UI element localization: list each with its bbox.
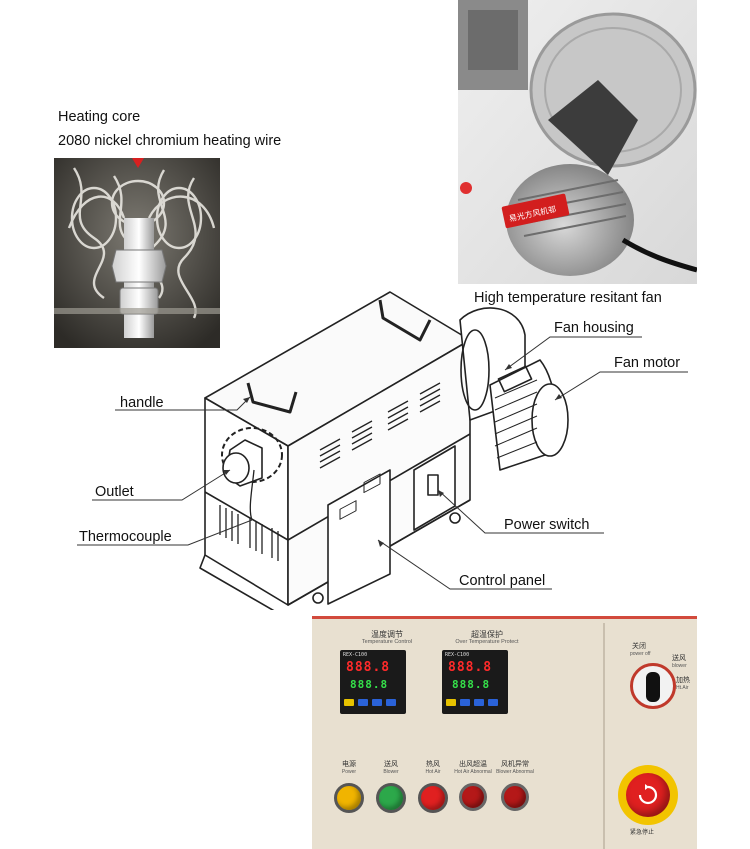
leader-fan-motor (554, 371, 688, 401)
temp-control-en: Temperature Control (361, 639, 413, 645)
pv-display: 888.8 (346, 660, 391, 675)
controller-model-label-2: REX-C100 (445, 652, 470, 658)
indicator-label-cn: 送风 (384, 761, 398, 768)
hot-air-abnormal-lamp (459, 783, 487, 811)
indicator-row: 电源 Power 送风 Blower 热风 Hot Air 出风超温 Hot A… (328, 759, 598, 839)
estop-label: 紧急停止 (630, 830, 655, 836)
leader-thermocouple (77, 519, 253, 546)
down-button[interactable] (372, 699, 382, 706)
marker-icon (132, 158, 144, 168)
blower-abnormal-lamp (501, 783, 529, 811)
temp-control-cn: 温度调节 (371, 630, 403, 639)
knob-blow-cn: 送风 (672, 655, 686, 662)
power-lamp (334, 783, 364, 813)
temperature-controller: REX-C100 888.8 888.8 (340, 650, 406, 714)
fan-photo: 易光方风机邨 (458, 0, 697, 284)
indicator-power: 电源 Power (328, 759, 370, 813)
down-button-2[interactable] (474, 699, 484, 706)
indicator-label-cn: 热风 (426, 761, 440, 768)
indicator-label-cn: 电源 (342, 761, 356, 768)
callout-control-panel: Control panel (459, 573, 546, 589)
control-panel-photo: 温度调节 Temperature Control REX-C100 888.8 … (312, 616, 697, 849)
indicator-blower: 送风 Blower (370, 759, 412, 813)
indicator-label-cn: 风机异常 (501, 761, 529, 768)
emergency-stop-base (618, 765, 678, 825)
heating-core-photo (54, 158, 220, 348)
panel-divider (603, 623, 605, 849)
set-button[interactable] (344, 699, 354, 706)
indicator-hot-air-abnormal: 出风超温 Hot Air Abnormal (452, 759, 494, 811)
indicator-label-en: Blower Abnormal (496, 769, 534, 775)
mode-selector-knob[interactable] (630, 663, 676, 709)
blower-lamp (376, 783, 406, 813)
knob-off-cn: 关闭 (632, 643, 646, 650)
knob-off-en: power off (630, 651, 651, 657)
heating-core-subtitle: 2080 nickel chromium heating wire (58, 133, 282, 149)
controller-model-label: REX-C100 (343, 652, 368, 658)
indicator-label-en: Blower (383, 769, 399, 775)
leader-power-switch (437, 489, 604, 534)
indicator-label-en: Hot Air (425, 769, 441, 775)
set-button-2[interactable] (446, 699, 456, 706)
hot-air-lamp (418, 783, 448, 813)
leader-fan-housing (504, 336, 642, 371)
sv-display-2: 888.8 (452, 678, 491, 691)
indicator-blower-abnormal: 风机异常 Blower Abnormal (494, 759, 536, 811)
callout-power-switch: Power switch (504, 517, 590, 533)
indicator-label-cn: 出风超温 (459, 761, 487, 768)
callout-fan-housing: Fan housing (554, 320, 634, 336)
shift-button-2[interactable] (460, 699, 470, 706)
machine-diagram (77, 291, 688, 610)
fan-photo-caption: High temperature resitant fan (474, 290, 662, 306)
callout-fan-motor: Fan motor (614, 355, 681, 371)
shift-button[interactable] (358, 699, 368, 706)
up-button-2[interactable] (488, 699, 498, 706)
knob-blow-en: blower (672, 663, 687, 669)
knob-lever (646, 672, 660, 702)
rotate-arrow-icon (638, 784, 658, 805)
over-temp-controller: REX-C100 888.8 888.8 (442, 650, 508, 714)
over-temp-en: Over Temperature Protect (455, 639, 519, 645)
knob-heat-cn: 加热 (676, 677, 690, 684)
leader-outlet (92, 469, 231, 501)
indicator-hot-air: 热风 Hot Air (412, 759, 454, 813)
callout-handle: handle (120, 395, 164, 411)
sv-display: 888.8 (350, 678, 389, 691)
emergency-stop-button[interactable] (626, 773, 670, 817)
callout-outlet: Outlet (95, 484, 134, 500)
over-temp-cn: 超温保护 (471, 630, 503, 639)
leader-control-panel (377, 539, 552, 590)
heating-core-title: Heating core (58, 109, 141, 125)
pv-display-2: 888.8 (448, 660, 493, 675)
callout-thermocouple: Thermocouple (79, 529, 172, 545)
indicator-label-en: Power (341, 769, 357, 775)
indicator-label-en: Hot Air Abnormal (454, 769, 492, 775)
knob-heat-en: Ht.Air (676, 685, 689, 691)
up-button[interactable] (386, 699, 396, 706)
